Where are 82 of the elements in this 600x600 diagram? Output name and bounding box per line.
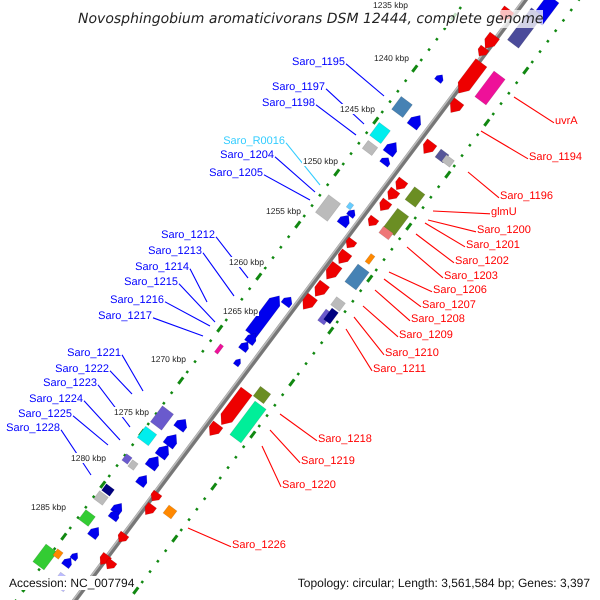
leader-line	[374, 290, 410, 322]
scale-label: 1275 kbp	[113, 407, 150, 417]
gene-label: Saro_1201	[466, 239, 520, 251]
gene-label: Saro_1213	[148, 245, 202, 257]
scale-label: 1250 kbp	[302, 156, 339, 166]
gene-label: Saro_1202	[455, 255, 509, 267]
leader-line	[416, 234, 454, 264]
leader-line	[164, 301, 210, 326]
gene-label: Saro_1219	[301, 455, 355, 467]
gene-label: Saro_1216	[110, 294, 164, 306]
gene-label: Saro_1223	[43, 377, 97, 389]
gene-label: Saro_1211	[373, 363, 426, 375]
leader-line	[468, 172, 500, 198]
gene-label: Saro_1214	[135, 261, 189, 273]
scale-label: 1255 kbp	[265, 206, 302, 216]
leader-line	[428, 219, 476, 232]
scale-label: 1265 kbp	[222, 306, 259, 316]
gene-label: uvrA	[555, 115, 578, 127]
leader-line	[202, 252, 234, 296]
gene-label: Saro_1212	[161, 229, 215, 241]
gene-label: Saro_1222	[55, 363, 109, 375]
gene-label: Saro_1206	[433, 284, 487, 296]
scale-label: 1270 kbp	[150, 354, 187, 364]
gene-label: glmU	[491, 206, 517, 218]
leader-line	[274, 156, 316, 192]
gene-label: Saro_1203	[444, 270, 498, 282]
leader-line	[432, 210, 490, 214]
gene-label: Saro_1207	[422, 299, 476, 311]
scale-label: 1260 kbp	[228, 257, 265, 267]
leader-line	[346, 63, 384, 96]
leader-line	[480, 130, 528, 160]
leader-line	[406, 246, 444, 278]
gene-label: Saro_1194	[529, 151, 582, 163]
footer-text: Accession: NC_007794	[9, 576, 134, 590]
gene-label: Saro_1195	[292, 56, 345, 68]
leader-line	[122, 354, 144, 392]
gene-label: Saro_1226	[232, 539, 286, 551]
leader-line	[72, 415, 108, 446]
gene-label: Saro_1225	[18, 408, 72, 420]
gene-label: Saro_1220	[282, 479, 336, 491]
leader-line	[262, 446, 282, 488]
leader-line	[286, 142, 320, 186]
scale-label: 1245 kbp	[339, 104, 376, 114]
leader-line	[280, 414, 318, 442]
gene-label: Saro_1208	[411, 313, 465, 325]
gene-label: Saro_1215	[124, 276, 178, 288]
scale-label: 1240 kbp	[373, 53, 410, 63]
leader-line	[264, 174, 310, 200]
leader-line	[152, 317, 204, 337]
gene-label: Saro_1228	[6, 422, 60, 434]
gene-label: Saro_1210	[385, 347, 439, 359]
gene-label: Saro_1224	[29, 393, 83, 405]
gene-label: Saro_1204	[220, 149, 274, 161]
leader-line	[188, 528, 232, 548]
footer-text: Topology: circular; Length: 3,561,584 bp; Genes: 3,397	[298, 576, 590, 590]
gene-label: Saro_1197	[272, 81, 325, 93]
leader-line	[514, 96, 554, 124]
gene-label: Saro_1205	[209, 167, 263, 179]
gene-label: Saro_1218	[318, 433, 372, 445]
leader-line	[362, 306, 398, 338]
map-title: Novosphingobium aromaticivorans DSM 12444, complete genome	[78, 10, 544, 28]
leader-line	[110, 370, 132, 394]
leader-line	[424, 222, 466, 248]
leader-line	[354, 316, 384, 356]
gene-label: Saro_1196	[500, 190, 554, 202]
gene-label: Saro_1209	[399, 329, 453, 341]
scale-label: 1280 kbp	[70, 453, 107, 463]
scale-label: 1285 kbp	[30, 502, 67, 512]
gene-label: Saro_R0016	[223, 135, 285, 147]
gene-label: Saro_1221	[67, 347, 121, 359]
leader-line	[178, 283, 216, 322]
leader-line	[190, 268, 208, 302]
leader-line	[316, 104, 356, 136]
gene-label: Saro_1198	[262, 97, 315, 109]
leader-line	[388, 272, 432, 292]
leader-line	[84, 400, 120, 440]
gene-label: Saro_1200	[477, 224, 531, 236]
leader-line	[384, 278, 422, 308]
leader-line	[346, 328, 372, 372]
gene-label: Saro_1217	[98, 310, 152, 322]
scale-label: 1235 kbp	[372, 0, 409, 10]
leader-line	[270, 430, 300, 464]
